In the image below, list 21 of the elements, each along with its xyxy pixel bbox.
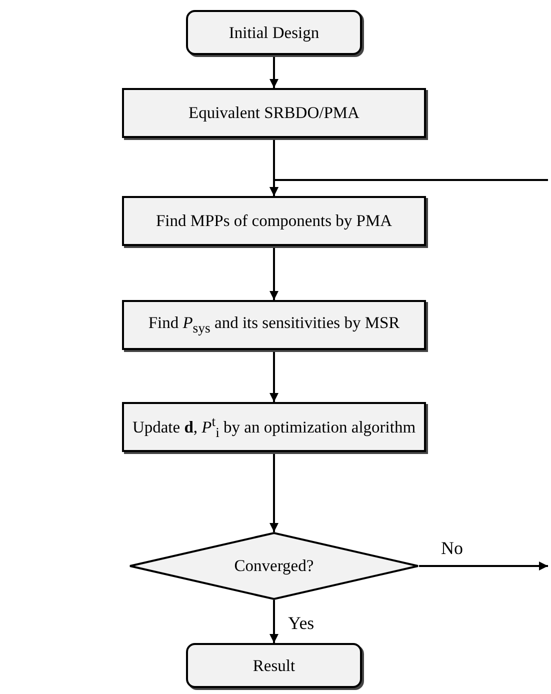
process-box	[122, 196, 426, 246]
node-label: Find P$_{sys}$ and its sensitivities by MSR	[148, 313, 400, 337]
process-box	[122, 88, 426, 138]
node-label: Initial Design	[228, 22, 320, 42]
node-label: Result	[252, 656, 296, 676]
arrow	[270, 600, 278, 643]
end-box	[186, 643, 362, 688]
arrow	[270, 452, 278, 532]
process-box	[122, 300, 426, 350]
node-label: Converged?	[234, 556, 314, 576]
process-box	[122, 402, 426, 452]
decision-diamond	[129, 532, 419, 600]
arrow	[419, 562, 548, 570]
arrow	[270, 55, 278, 88]
start-box	[186, 10, 362, 55]
node-label: Equivalent SRBDO/PMA	[188, 103, 360, 123]
arrow	[270, 246, 278, 300]
arrow	[270, 350, 278, 402]
node-label: Update d, P$^{t}$$_{i}$ by an optimization algorithm	[132, 414, 416, 440]
arrow	[270, 179, 548, 196]
node-label: Find MPPs of components by PMA	[156, 211, 392, 231]
